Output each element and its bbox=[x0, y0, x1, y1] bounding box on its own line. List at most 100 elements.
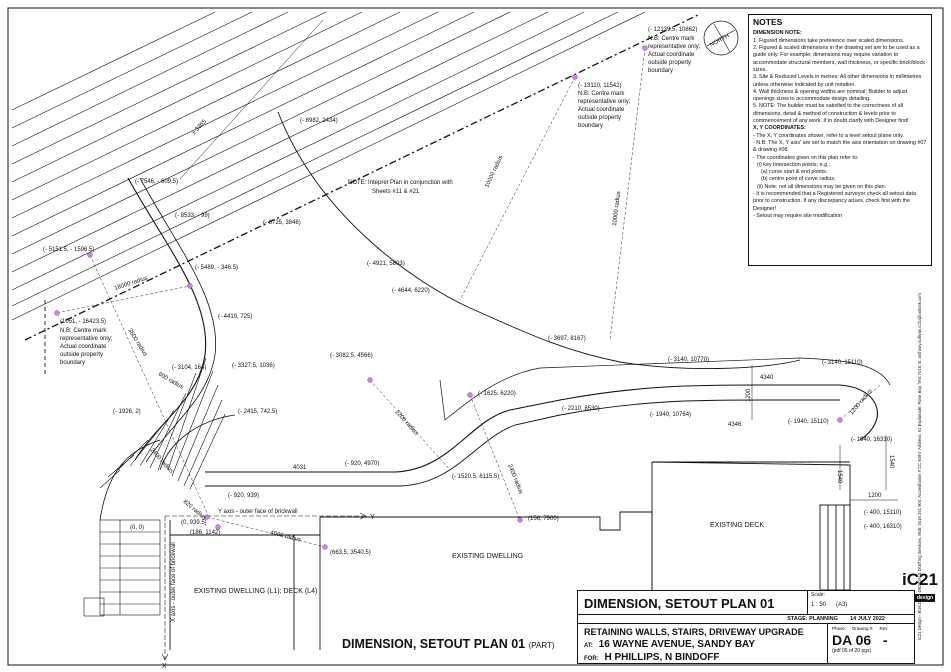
drawing-number: DA 06 - bbox=[832, 632, 911, 648]
dim-label: 600 radius bbox=[157, 372, 184, 391]
centre-note: representative only; bbox=[648, 44, 701, 50]
address-row: AT: 16 WAYNE AVENUE, SANDY BAY bbox=[584, 639, 821, 650]
dim-label: 1540 bbox=[888, 455, 894, 469]
plan-note: Sheets #11 & #21 bbox=[372, 189, 420, 195]
dim-label: 2400 radius bbox=[506, 464, 523, 495]
phase-label: Phase: bbox=[832, 626, 847, 631]
centre-note: Actual coordinate bbox=[648, 52, 695, 58]
arc-10000-radius bbox=[277, 111, 801, 370]
client-row: FOR: H PHILLIPS, N BINDOFF bbox=[584, 652, 821, 663]
coord-label: (- 3082.5, 4566) bbox=[330, 353, 373, 359]
title-block: DIMENSION, SETOUT PLAN 01 Scale: 1 : 50 … bbox=[577, 590, 915, 664]
drawing-number-cell: Phase: Drawing #: Rev DA 06 - (pdf 06 of… bbox=[828, 624, 915, 664]
coord-label: (- 3140, 10770) bbox=[668, 357, 709, 363]
note-item: 4. Wall thickness & opening widths are n… bbox=[753, 88, 908, 103]
date: 14 JULY 2022 bbox=[850, 616, 885, 622]
existing-dwelling bbox=[169, 511, 653, 650]
centre-note: boundary bbox=[578, 123, 603, 129]
dim-label: 3600 radius bbox=[126, 328, 148, 358]
centre-note: outside property bbox=[648, 60, 691, 66]
xy-item: - The X, Y coordinates shown, refer to a… bbox=[753, 132, 904, 139]
coord-label: (1051, - 16423.5) bbox=[60, 319, 106, 325]
coord-label: (- 3140, 15110) bbox=[822, 360, 863, 366]
note-item: 2. Figured & scaled dimensions in the dr… bbox=[753, 45, 925, 73]
centre-note: boundary bbox=[648, 68, 673, 74]
existing-dwelling-l1-label: EXISTING DWELLING (L1); DECK (L4) bbox=[194, 588, 317, 595]
dim-label: 2200 radius bbox=[394, 409, 419, 436]
centre-note: N.B: Centre mark bbox=[60, 328, 107, 334]
coord-label: (- 3697, 8167) bbox=[548, 336, 586, 342]
dim-label: 4600 radius bbox=[270, 530, 302, 543]
driveway-path-top bbox=[205, 384, 878, 473]
xy-item: (a) curve start & end points; bbox=[761, 169, 828, 176]
centre-note: Actual coordinate bbox=[60, 344, 107, 350]
dim-label: 4340 bbox=[760, 375, 774, 381]
part-title-suffix: (PART) bbox=[528, 641, 555, 650]
neighbour-building-hatch bbox=[11, 11, 646, 321]
centre-note: outside property bbox=[578, 115, 621, 121]
ic21-logo: iC21 design bbox=[902, 570, 940, 604]
axes bbox=[161, 512, 367, 661]
for-label: FOR: bbox=[584, 656, 599, 662]
centre-note: representative only; bbox=[60, 336, 113, 342]
existing-deck bbox=[651, 461, 851, 611]
dim-label: 10000 radius bbox=[484, 155, 504, 189]
coord-label: (- 12139.5, 10862) bbox=[648, 27, 697, 33]
xy-item: - N.B: The X, Y axis' are set to match t… bbox=[753, 139, 927, 154]
designer-credit: iC21 Design - BUILDING DESIGN & DrafTing… bbox=[917, 293, 922, 640]
north-arrow: NORTH bbox=[703, 20, 739, 56]
retaining-wall-left-inner bbox=[139, 177, 217, 463]
plan-note: NOTE: Intepret Plan in conjunction with bbox=[348, 180, 453, 186]
coord-label: (- 7546, - 609.5) bbox=[135, 179, 178, 185]
coord-label: (- 8533, - 99) bbox=[175, 213, 210, 219]
plan-notes: NOTE: Intepret Plan in conjunction with … bbox=[60, 36, 764, 670]
retaining-wall-left bbox=[127, 177, 207, 461]
xy-item: - It is recommended that a Registered su… bbox=[753, 191, 916, 212]
centre-note: boundary bbox=[60, 360, 85, 366]
coord-label: (- 1520.5, 6115.5) bbox=[452, 474, 499, 480]
drawing-headers: Phase: Drawing #: Rev bbox=[832, 626, 911, 631]
notes-panel: NOTES DIMENSION NOTE: 1. Figured dimensi… bbox=[748, 14, 932, 266]
coord-label: (- 13110, 11542) bbox=[578, 83, 621, 89]
dim-label: 2400 radius bbox=[149, 447, 174, 474]
stair-outer-arc bbox=[159, 414, 236, 471]
scale-value-row: 1 : 50 (A3) bbox=[811, 602, 912, 608]
part-title-main: DIMENSION, SETOUT PLAN 01 bbox=[342, 637, 526, 651]
coord-label: (- 920, 4970) bbox=[345, 461, 379, 467]
property-boundary-line bbox=[24, 13, 701, 341]
centre-note: N.B: Centre mark bbox=[578, 91, 625, 97]
note-item: 5. NOTE: The builder must be satisfied t… bbox=[753, 103, 909, 125]
stair-inner-arc bbox=[99, 439, 161, 521]
coordinate-markers bbox=[54, 45, 843, 550]
pdf-page: (pdf 06 of 20 pgs) bbox=[832, 648, 872, 654]
y-axis-label: Y axis - outer face of brickwall bbox=[218, 509, 298, 515]
existing-dwelling-label: EXISTING DWELLING bbox=[452, 553, 523, 560]
xy-item: - Setout may require site modification bbox=[753, 212, 842, 219]
coord-label: (- 6725, 3846) bbox=[263, 220, 301, 226]
coord-label: (- 920, 939) bbox=[228, 493, 259, 499]
coord-label: (186, 1142) bbox=[190, 530, 220, 536]
logo-mark: iC21 bbox=[902, 570, 938, 589]
landing-box bbox=[83, 597, 105, 617]
dim-label: 18000 radius bbox=[114, 275, 149, 291]
coord-label: (- 5151.5, - 1596.5) bbox=[43, 247, 94, 253]
stair-treads bbox=[99, 357, 226, 490]
scale-cell: Scale: 1 : 50 (A3) bbox=[808, 591, 915, 615]
xy-item: (b) centre point of curve radius; bbox=[761, 176, 836, 183]
coord-label: (156, 7900) bbox=[528, 516, 559, 522]
note-item: 1. Figured dimensions take preference ov… bbox=[753, 37, 905, 44]
coord-label: (0, 939.5) bbox=[181, 520, 207, 526]
dim-label: 1540 bbox=[836, 470, 842, 484]
client: H PHILLIPS, N BINDOFF bbox=[604, 652, 720, 663]
dim-label: 1200 bbox=[868, 493, 882, 499]
scale-label: Scale: bbox=[811, 592, 825, 598]
dimension-note-heading: DIMENSION NOTE: bbox=[753, 30, 802, 37]
notes-heading: NOTES bbox=[753, 17, 783, 27]
xy-heading: X, Y COORDINATES: bbox=[753, 125, 806, 132]
logo-design: design bbox=[915, 594, 936, 602]
drawing-no: 06 bbox=[855, 632, 872, 648]
note-item: 3. Site & Reduced Levels in metres; All … bbox=[753, 74, 922, 88]
dim-label: ± 3365 bbox=[191, 118, 208, 136]
dim-label: 4031 bbox=[293, 465, 307, 471]
